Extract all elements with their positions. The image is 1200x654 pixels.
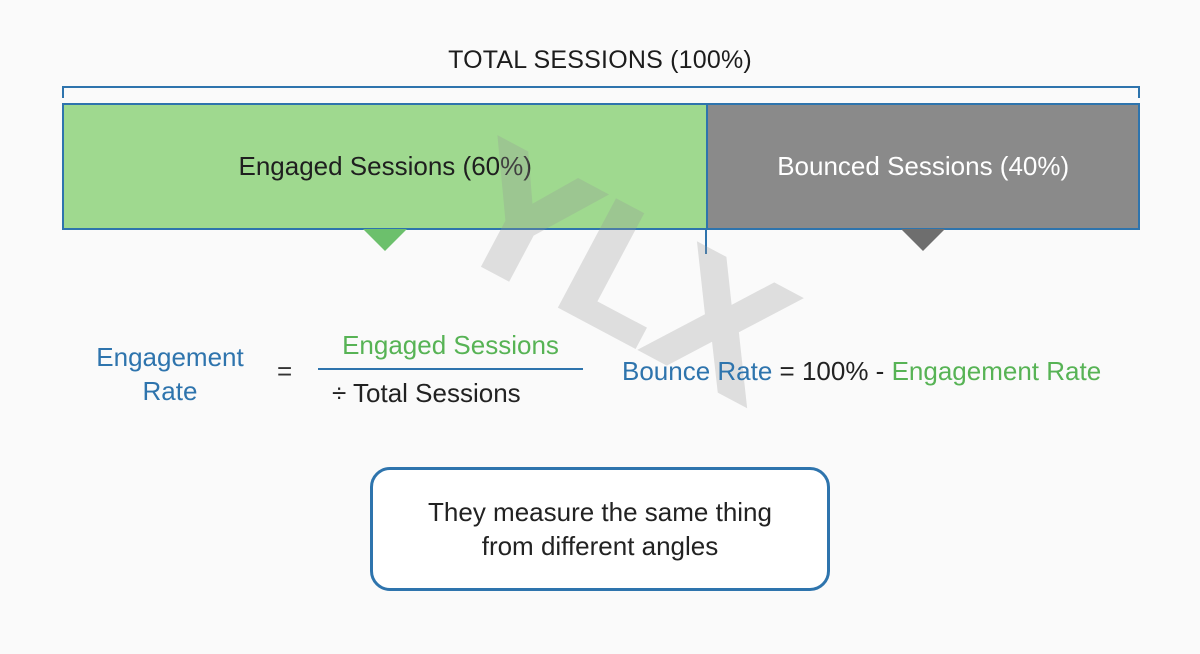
- fraction-numerator: Engaged Sessions: [342, 330, 559, 360]
- bounce-rate-term: Bounce Rate: [622, 356, 773, 386]
- engaged-pointer-icon: [363, 229, 407, 251]
- fraction-denominator: ÷ Total Sessions: [332, 378, 521, 408]
- total-sessions-bracket: [62, 86, 1140, 98]
- note-line1: They measure the same thing: [428, 497, 772, 527]
- bounce-rate-formula: Bounce Rate = 100% - Engagement Rate: [622, 356, 1101, 387]
- note-box: They measure the same thing from differe…: [370, 467, 830, 591]
- bounced-sessions-segment: Bounced Sessions (40%): [708, 105, 1138, 228]
- total-sessions-title: TOTAL SESSIONS (100%): [448, 46, 752, 74]
- fraction-line: [318, 368, 583, 370]
- bounced-pointer-icon: [901, 229, 945, 251]
- engagement-rate-label-line2: Rate: [142, 376, 198, 406]
- engaged-sessions-label: Engaged Sessions (60%): [238, 151, 532, 181]
- sessions-bar: Engaged Sessions (60%) Bounced Sessions …: [62, 103, 1140, 230]
- bounced-sessions-label: Bounced Sessions (40%): [777, 151, 1070, 181]
- engaged-sessions-segment: Engaged Sessions (60%): [64, 105, 709, 228]
- equals-sign: =: [277, 356, 293, 386]
- note-line2: from different angles: [481, 531, 719, 561]
- engagement-rate-label-line1: Engagement: [96, 342, 244, 372]
- engagement-rate-term: Engagement Rate: [891, 356, 1102, 386]
- bounce-formula-operator: = 100% -: [772, 356, 892, 386]
- segment-divider: [705, 228, 707, 254]
- engagement-rate-label: Engagement Rate: [60, 340, 280, 408]
